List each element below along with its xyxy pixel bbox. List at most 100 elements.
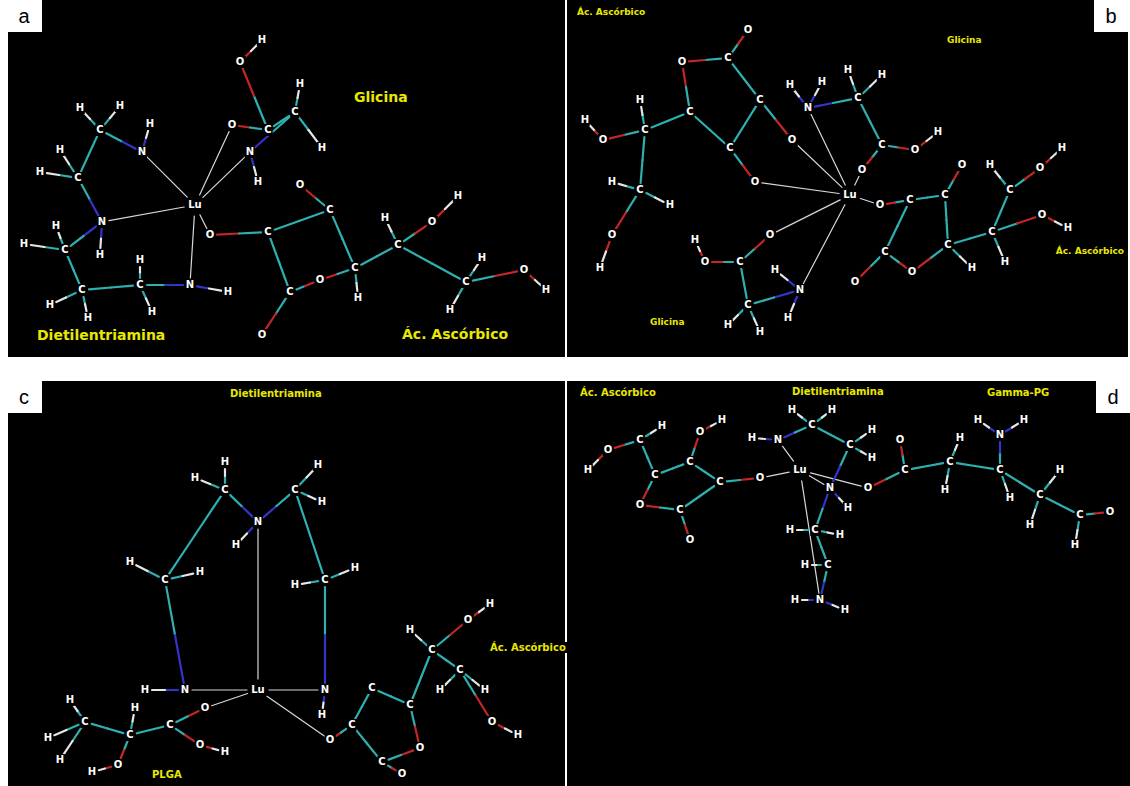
molecule-name: Dietilentriamina bbox=[790, 386, 886, 397]
bond bbox=[610, 135, 624, 138]
atom-symbol: O bbox=[700, 256, 711, 268]
atom-symbol: H bbox=[1005, 492, 1015, 504]
atom-symbol: O bbox=[519, 264, 530, 276]
atom-symbol: H bbox=[135, 254, 145, 266]
atom-symbol: H bbox=[665, 199, 675, 211]
bond bbox=[831, 435, 844, 442]
bond bbox=[652, 121, 668, 127]
panel-letter: c bbox=[19, 387, 29, 407]
atom-symbol: C bbox=[160, 574, 169, 586]
bond bbox=[301, 493, 308, 496]
bond bbox=[641, 160, 643, 183]
atom-symbol: H bbox=[595, 262, 605, 274]
atom-symbol: C bbox=[95, 124, 104, 136]
bond bbox=[984, 424, 989, 428]
atom-symbol: H bbox=[840, 604, 850, 616]
bond bbox=[823, 495, 828, 509]
bond bbox=[59, 233, 61, 238]
atom-symbol: C bbox=[60, 244, 69, 256]
bond bbox=[955, 445, 957, 451]
atom-symbol: H bbox=[800, 559, 810, 571]
bond bbox=[912, 466, 928, 469]
atom-symbol: C bbox=[405, 699, 414, 711]
atom-symbol: H bbox=[130, 702, 140, 714]
bond bbox=[1044, 483, 1050, 490]
bond bbox=[1050, 476, 1056, 483]
bond bbox=[432, 264, 460, 279]
bond bbox=[899, 148, 909, 150]
bond bbox=[928, 463, 944, 466]
bond bbox=[175, 635, 184, 683]
atom-symbol: O bbox=[200, 702, 211, 714]
atom-symbol: H bbox=[817, 76, 827, 88]
atom-symbol: C bbox=[943, 239, 952, 251]
atom-symbol: O bbox=[907, 266, 918, 278]
bond bbox=[745, 106, 756, 124]
panel-letter: d bbox=[1107, 387, 1118, 407]
bond bbox=[413, 678, 421, 699]
bond bbox=[315, 198, 325, 206]
coordination-bond bbox=[803, 205, 845, 284]
bond bbox=[108, 729, 124, 734]
bond bbox=[473, 276, 495, 281]
atom-symbol: O bbox=[895, 434, 906, 446]
bond bbox=[723, 261, 734, 263]
atom-symbol: C bbox=[995, 464, 1004, 476]
bond bbox=[833, 467, 840, 482]
atom-symbol: H bbox=[1019, 414, 1029, 426]
atom-symbol: H bbox=[967, 262, 977, 274]
bond bbox=[1048, 218, 1055, 221]
bond bbox=[100, 229, 103, 239]
bond bbox=[685, 525, 688, 533]
atom-symbol: O bbox=[415, 742, 426, 754]
bond bbox=[791, 304, 794, 312]
bond bbox=[860, 267, 870, 277]
bond bbox=[438, 654, 446, 660]
bond bbox=[121, 750, 124, 759]
bond bbox=[817, 509, 822, 523]
bond bbox=[273, 117, 290, 132]
atom-symbol: H bbox=[755, 326, 765, 338]
bond bbox=[970, 234, 985, 239]
atom-symbol: H bbox=[541, 284, 551, 296]
bond bbox=[421, 640, 427, 645]
bond bbox=[954, 171, 959, 180]
bond bbox=[276, 298, 286, 314]
atom-symbol: C bbox=[350, 262, 359, 274]
atom-symbol: O bbox=[315, 274, 326, 286]
bond bbox=[309, 130, 318, 142]
bond bbox=[69, 164, 74, 172]
atom-symbol: O bbox=[957, 159, 968, 171]
atom-symbol: O bbox=[607, 229, 618, 241]
bond bbox=[705, 472, 714, 478]
bond bbox=[802, 599, 808, 601]
atom-symbol: H bbox=[843, 502, 853, 514]
atom-symbol: H bbox=[83, 312, 93, 324]
atom-symbol: H bbox=[783, 312, 793, 324]
atom-symbol: H bbox=[835, 529, 845, 541]
bond bbox=[662, 469, 673, 473]
coordination-bond bbox=[212, 694, 248, 706]
bond bbox=[1035, 502, 1038, 510]
letter-patch bbox=[8, 381, 42, 413]
atom-symbol: H bbox=[147, 306, 157, 318]
atom-symbol: O bbox=[685, 534, 696, 546]
atom-symbol: H bbox=[317, 142, 327, 154]
bond bbox=[297, 497, 310, 535]
bond bbox=[241, 534, 247, 540]
bond bbox=[815, 88, 819, 95]
bond bbox=[957, 463, 975, 466]
atom-symbol: C bbox=[940, 189, 949, 201]
atom-symbol: H bbox=[785, 79, 795, 91]
atom-symbol: C bbox=[685, 456, 694, 468]
bond bbox=[298, 91, 299, 98]
bond bbox=[741, 269, 744, 284]
atom-symbol: O bbox=[487, 716, 498, 728]
bond bbox=[210, 484, 219, 487]
bond bbox=[388, 224, 392, 231]
atom-symbol: H bbox=[55, 754, 65, 766]
atom-symbol: C bbox=[845, 439, 854, 451]
atom-symbol: O bbox=[1105, 506, 1116, 518]
atom-symbol: O bbox=[750, 176, 761, 188]
